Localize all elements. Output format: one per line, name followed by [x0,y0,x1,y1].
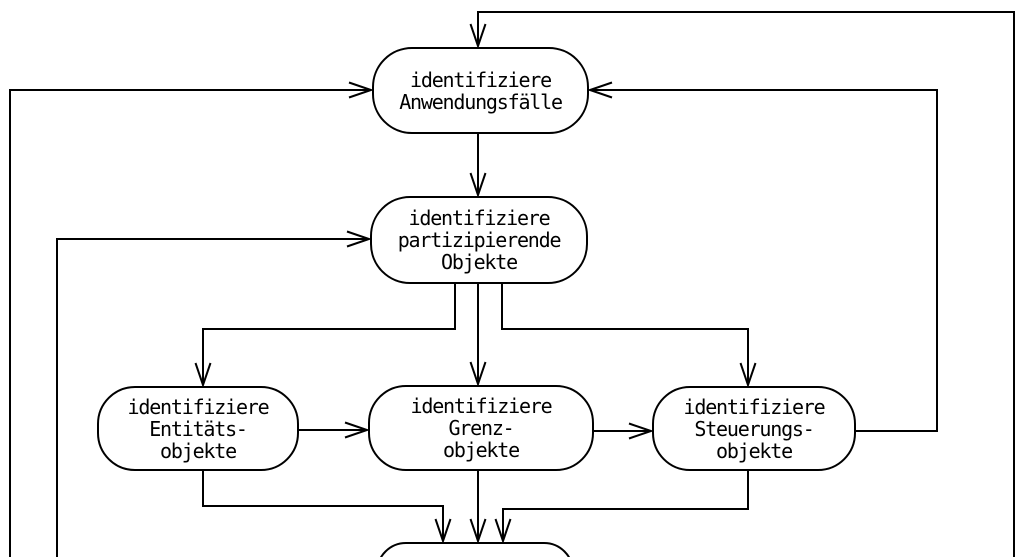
arrowhead-steuerungs-left [628,422,655,440]
edge-partizipierende-to-entitaets [202,284,456,385]
node-label-line: Entitäts- [149,416,248,441]
node-label-line: identifiziere [408,206,551,230]
node-label-line: Steuerungs- [694,416,814,441]
node-label-line: objekte [443,438,520,462]
arrowhead-anwendungsfaelle-right [586,81,613,99]
node-label-line: identifiziere [410,394,553,418]
node-label-line: identifiziere [127,394,270,419]
arrowhead-anwendungsfaelle-left [348,81,375,99]
node-label-line: Anwendungsfälle [399,89,563,114]
arrowhead-grenz-left [344,421,371,439]
node-identifiziere-grenzobjekte: identifiziere Grenz- objekte [368,385,594,471]
arrowhead-entitaets-top [194,362,212,389]
node-identifiziere-steuerungsobjekte: identifiziere Steuerungs- objekte [652,386,856,471]
node-label-line: identifiziere [683,394,826,419]
arrowhead-steuerungs-top [739,362,757,389]
node-label-line: partizipierende [397,228,562,252]
arrowhead-bottom-center [469,518,487,545]
node-bottom-cut-off [376,542,574,557]
node-label-line: objekte [160,438,237,463]
node-identifiziere-anwendungsfaelle: identifiziere Anwendungsfälle [372,47,589,134]
node-label-line: Objekte [441,250,518,274]
node-identifiziere-partizipierende-objekte: identifiziere partizipierende Objekte [370,196,588,284]
arrowhead-partizipierende-left [346,230,373,248]
edge-bottom-to-partizipierende-left [56,238,369,557]
edge-steuerungs-to-anwendungsfaelle [590,89,938,432]
arrowhead-bottom-left [434,518,452,545]
arrowhead-partizipierende-top [469,172,487,199]
arrowhead-grenz-top [469,361,487,388]
node-identifiziere-entitaetsobjekte: identifiziere Entitäts- objekte [97,386,299,471]
arrowhead-anwendungsfaelle-top [469,23,487,50]
node-label-line: identifiziere [410,67,552,92]
edge-partizipierende-to-steuerungs [501,284,749,385]
edge-steuerungs-to-bottom [502,471,749,541]
edge-entitaets-to-bottom [202,471,444,541]
node-label-line: objekte [716,438,793,463]
edge-bottom-to-anwendungsfaelle-top [477,11,1015,557]
node-label-line: Grenz- [448,416,514,440]
arrowhead-bottom-right [494,518,512,545]
edge-bottom-to-anwendungsfaelle-left [9,89,371,557]
